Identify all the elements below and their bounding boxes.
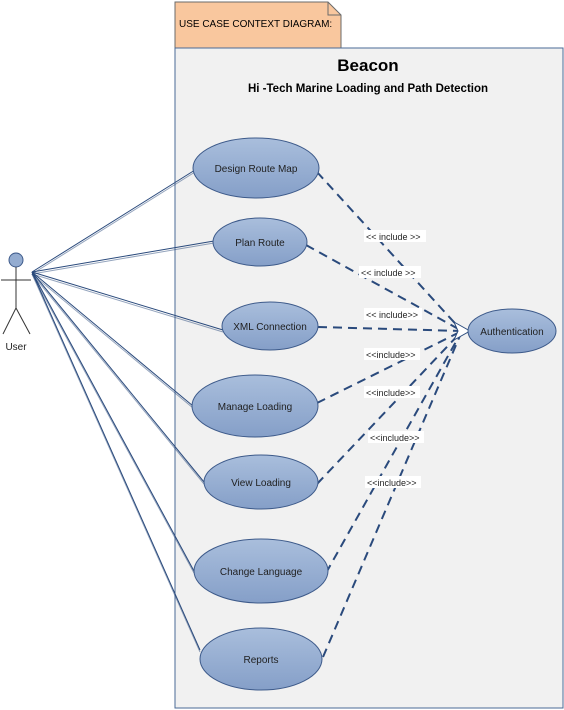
include-label: <<include>> bbox=[366, 350, 416, 360]
include-line bbox=[316, 171, 463, 332]
association-line bbox=[31, 171, 196, 275]
use-case-label: Plan Route bbox=[235, 238, 285, 249]
association-line bbox=[31, 273, 194, 409]
association-line bbox=[31, 242, 215, 275]
include-line bbox=[317, 326, 463, 332]
include-line bbox=[316, 330, 463, 404]
include-label: << include>> bbox=[366, 310, 418, 320]
include-arrowhead bbox=[452, 320, 472, 342]
use-case-plan-route[interactable]: Plan Route bbox=[212, 217, 308, 267]
include-label: <<include>> bbox=[370, 433, 420, 443]
user-actor[interactable]: User bbox=[1, 252, 31, 353]
association-line bbox=[31, 271, 201, 651]
use-case-ellipse bbox=[212, 217, 308, 267]
use-case-label: View Loading bbox=[231, 478, 291, 489]
include-label: << include >> bbox=[366, 232, 421, 242]
include-label: <<include>> bbox=[366, 388, 416, 398]
association-line bbox=[31, 273, 224, 333]
actor-right-leg bbox=[15, 307, 31, 335]
use-case-ellipse bbox=[203, 454, 319, 510]
use-case-ellipse bbox=[467, 308, 557, 354]
use-case-label: Design Route Map bbox=[215, 164, 298, 175]
include-label: << include >> bbox=[361, 268, 416, 278]
association-line bbox=[31, 273, 205, 485]
use-case-label: Manage Loading bbox=[218, 402, 293, 413]
use-case-view-loading[interactable]: View Loading bbox=[203, 454, 319, 510]
system-subtitle: Hi -Tech Marine Loading and Path Detecti… bbox=[248, 83, 488, 95]
association-lines bbox=[31, 169, 224, 653]
include-labels: << include >> << include >> << include>>… bbox=[359, 230, 426, 488]
include-dependencies bbox=[305, 171, 463, 658]
association-line bbox=[31, 240, 215, 273]
association-line bbox=[31, 169, 196, 273]
system-title: Beacon bbox=[337, 56, 398, 75]
use-case-authentication[interactable]: Authentication bbox=[467, 308, 557, 354]
use-case-ellipse bbox=[221, 301, 319, 351]
note-shape bbox=[174, 1, 342, 49]
use-case-change-language[interactable]: Change Language bbox=[193, 538, 329, 604]
use-case-label: Authentication bbox=[480, 327, 543, 338]
note-label: USE CASE CONTEXT DIAGRAM: bbox=[179, 19, 332, 30]
association-line bbox=[31, 273, 201, 653]
include-line bbox=[325, 330, 463, 574]
use-case-ellipse bbox=[191, 374, 319, 438]
actor-label: User bbox=[5, 342, 27, 353]
association-line bbox=[31, 273, 195, 574]
association-line bbox=[31, 271, 195, 572]
actor-head bbox=[8, 252, 24, 268]
use-case-label: XML Connection bbox=[233, 322, 307, 333]
use-case-label: Reports bbox=[243, 655, 278, 666]
use-case-label: Change Language bbox=[220, 567, 303, 578]
include-line bbox=[316, 330, 463, 485]
include-label: <<include>> bbox=[367, 478, 417, 488]
note-fold bbox=[327, 2, 341, 16]
use-case-ellipse bbox=[193, 538, 329, 604]
association-line bbox=[31, 271, 205, 483]
actor-left-leg bbox=[2, 307, 17, 335]
association-line bbox=[31, 271, 224, 331]
use-case-ellipse bbox=[192, 137, 320, 199]
use-case-manage-loading[interactable]: Manage Loading bbox=[191, 374, 319, 438]
use-case-reports[interactable]: Reports bbox=[199, 627, 323, 691]
use-case-xml-connection[interactable]: XML Connection bbox=[221, 301, 319, 351]
use-case-ellipse bbox=[199, 627, 323, 691]
use-case-design-route-map[interactable]: Design Route Map bbox=[192, 137, 320, 199]
association-line bbox=[31, 271, 194, 407]
